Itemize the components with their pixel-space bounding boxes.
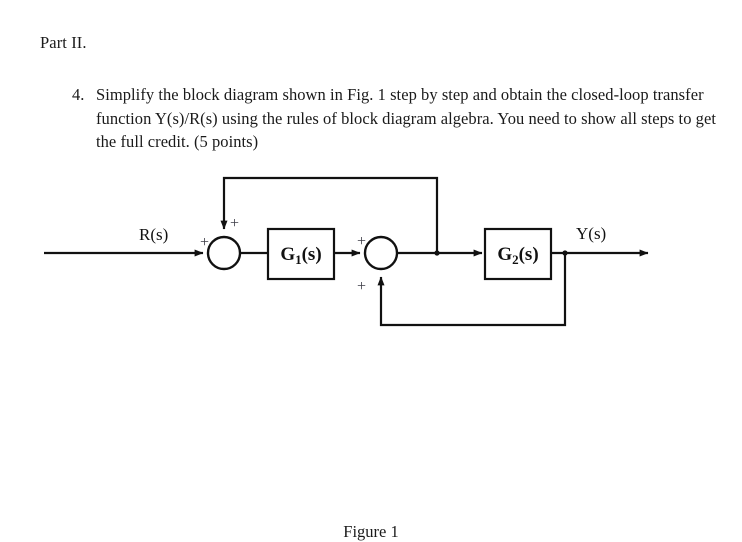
path-inner-feedback — [377, 253, 567, 327]
block-diagram: G1(s) G2(s) R(s) Y(s) + + — [44, 176, 649, 327]
sum1-sign-left: + — [200, 234, 209, 251]
summing-junction-2 — [363, 235, 399, 271]
sum2-sign-bottom: + — [357, 278, 366, 295]
question-text: Simplify the block diagram shown in Fig.… — [96, 85, 716, 151]
block-g1-label-sub: 1 — [295, 252, 302, 267]
block-g2-label: G2(s) — [497, 244, 538, 267]
question-row: 4. Simplify the block diagram shown in F… — [72, 83, 722, 154]
block-g1-label-main: G — [280, 244, 295, 265]
figure-caption: Figure 1 — [343, 522, 399, 541]
part-heading: Part II. — [40, 33, 87, 52]
block-g1-label-tail: (s) — [302, 244, 322, 265]
block-g1-label: G1(s) — [280, 244, 321, 267]
input-signal-label: R(s) — [139, 225, 168, 244]
sum1-sign-top: + — [230, 215, 239, 232]
junction-dot-outer-tap — [434, 250, 440, 256]
question-block: 4. Simplify the block diagram shown in F… — [72, 83, 722, 154]
block-g2-label-tail: (s) — [519, 244, 539, 265]
junction-dot-inner-tap — [562, 250, 568, 256]
figure-container: G1(s) G2(s) R(s) Y(s) + + — [0, 160, 742, 541]
path-outer-feedback — [220, 176, 439, 253]
block-g2-label-main: G — [497, 244, 512, 265]
sum2-sign-left: + — [357, 233, 366, 250]
question-number: 4. — [72, 85, 85, 104]
worksheet-page: Part II. 4. Simplify the block diagram s… — [0, 33, 742, 541]
output-signal-label: Y(s) — [576, 224, 606, 243]
block-g2 — [483, 227, 553, 281]
summing-junction-1 — [206, 235, 242, 271]
block-g2-label-sub: 2 — [512, 252, 519, 267]
